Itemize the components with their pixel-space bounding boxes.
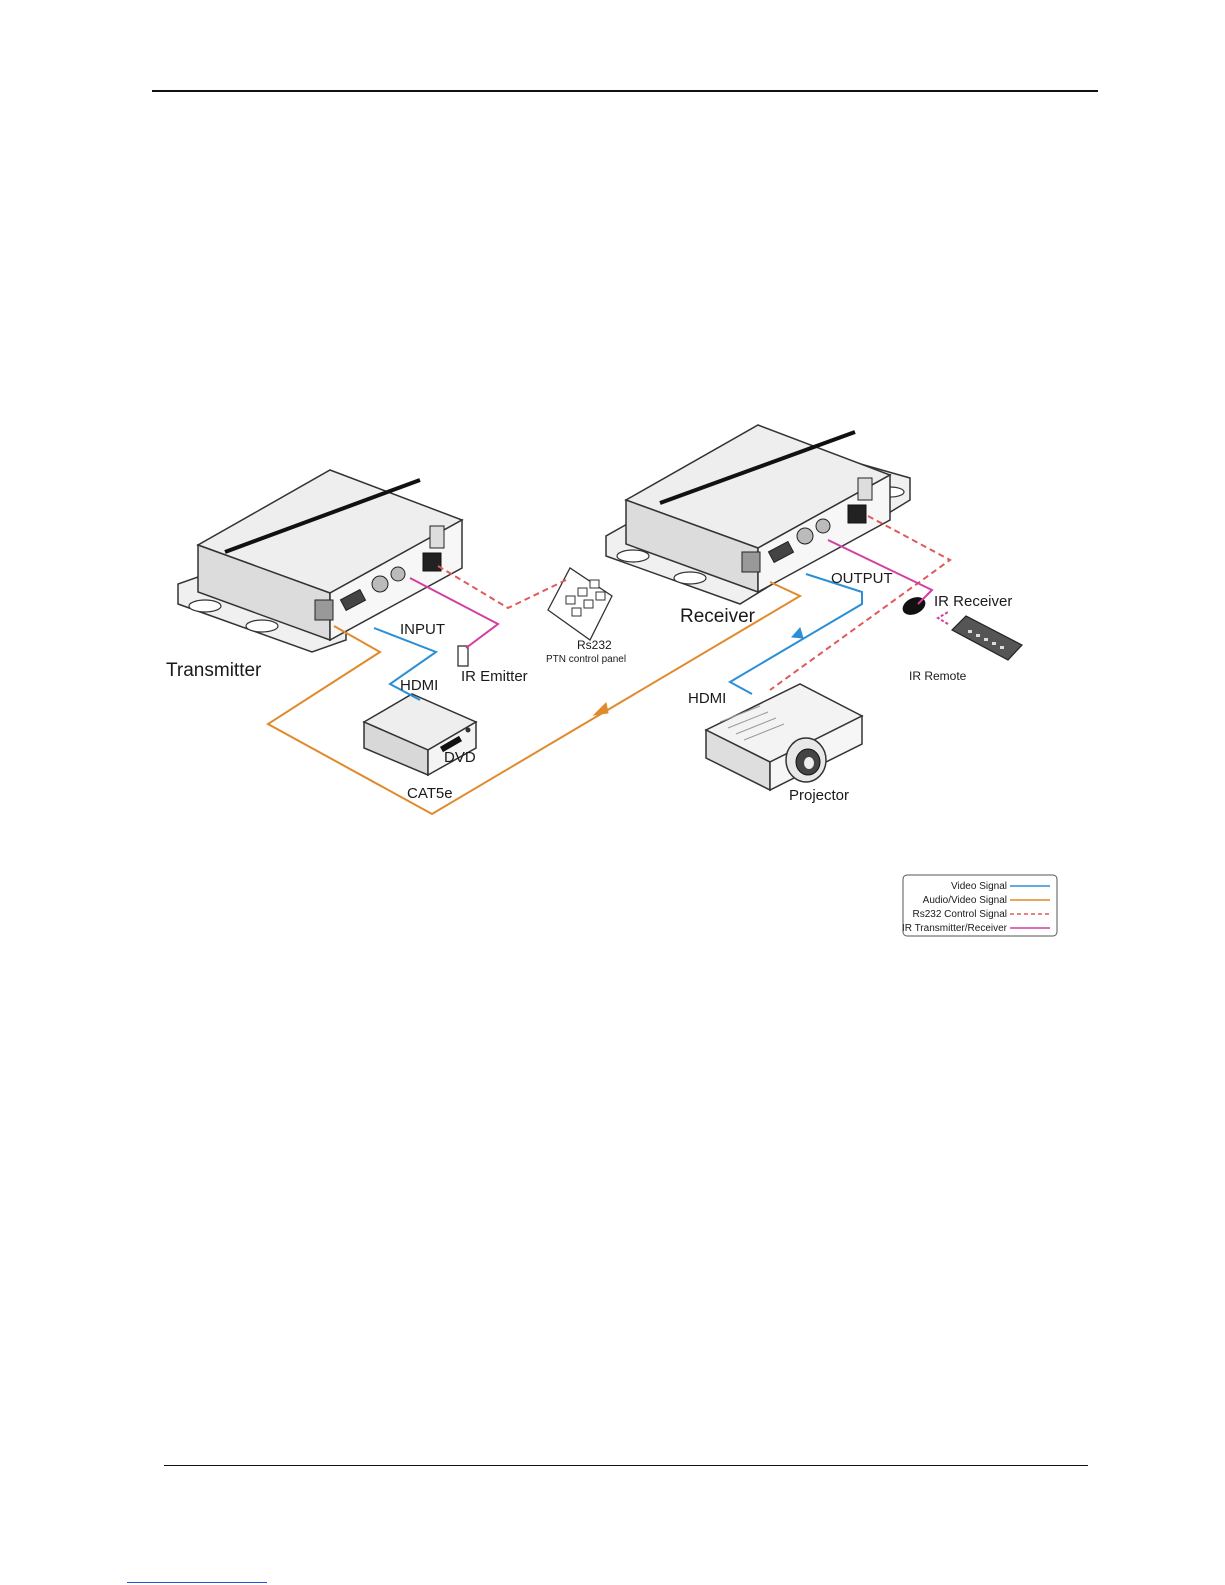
video-arrow — [792, 628, 803, 638]
output-label: OUTPUT — [831, 570, 893, 587]
legend-label-rs232: Rs232 Control Signal — [913, 909, 1008, 920]
receiver-label: Receiver — [680, 606, 756, 627]
ir-remote — [952, 616, 1022, 660]
projector-label: Projector — [789, 787, 849, 804]
projector — [706, 684, 862, 790]
rs232-control-panel — [548, 568, 612, 640]
input-label: INPUT — [400, 621, 445, 638]
transmitter-label: Transmitter — [166, 660, 262, 681]
legend: Video Signal Audio/Video Signal Rs232 Co… — [902, 875, 1057, 936]
ptn-panel-label: PTN control panel — [546, 654, 626, 665]
rs232-label: Rs232 — [577, 638, 612, 652]
footer-link-underline[interactable] — [127, 1582, 267, 1583]
cat5e-arrow — [594, 703, 608, 715]
legend-label-video: Video Signal — [951, 881, 1007, 892]
legend-label-audio-video: Audio/Video Signal — [923, 895, 1007, 906]
hdmi-tx-label: HDMI — [400, 677, 438, 694]
ir-emitter-label: IR Emitter — [461, 668, 528, 685]
hdmi-rx-label: HDMI — [688, 690, 726, 707]
footer-rule — [164, 1465, 1088, 1466]
ir-signal-dashed — [938, 612, 948, 624]
ir-remote-label: IR Remote — [909, 669, 967, 683]
legend-label-ir: IR Transmitter/Receiver — [902, 923, 1008, 934]
ir-emitter — [458, 646, 468, 666]
dvd-label: DVD — [444, 749, 476, 766]
ir-receiver-label: IR Receiver — [934, 593, 1012, 610]
cat5e-label: CAT5e — [407, 785, 453, 802]
